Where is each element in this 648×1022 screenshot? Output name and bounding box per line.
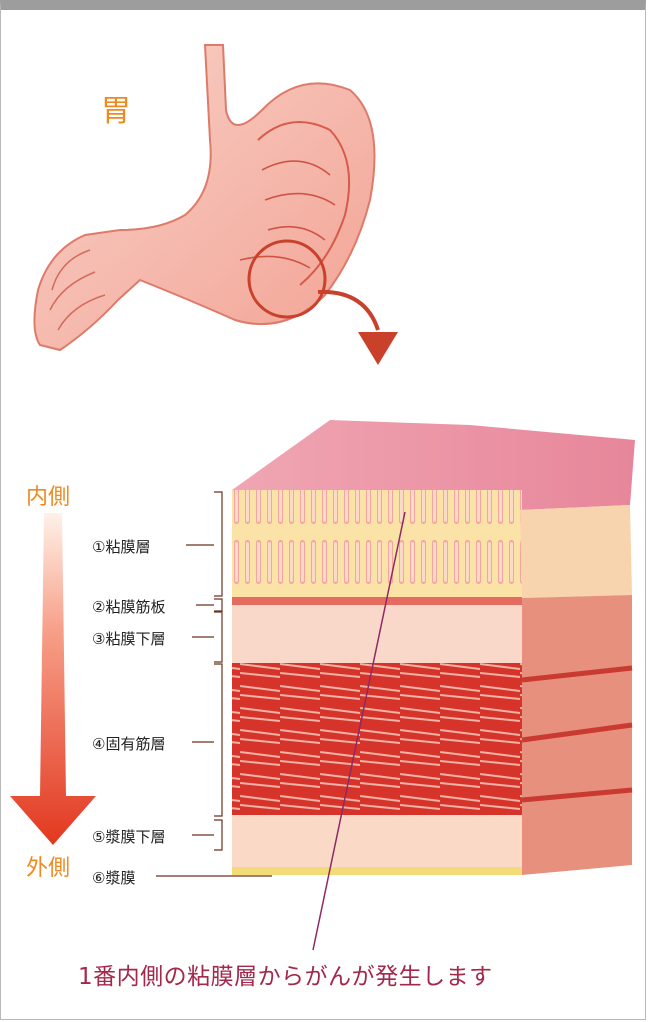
caption: 1番内側の粘膜層からがんが発生します <box>78 957 493 991</box>
layer-label-muscularis-mucosae: ②粘膜筋板 <box>92 596 165 617</box>
stomach-illustration <box>34 45 398 365</box>
inner-side-label: 内側 <box>26 479 70 511</box>
tissue-block <box>232 420 635 875</box>
layer-label-muscularis-propria: ④固有筋層 <box>92 733 165 754</box>
inner-to-outer-arrow <box>10 513 96 845</box>
stomach-label: 胃 <box>101 86 131 130</box>
layer-label-subserosa: ⑤漿膜下層 <box>92 826 165 847</box>
layer-label-serosa: ⑥漿膜 <box>92 867 135 888</box>
layer-label-mucosa: ①粘膜層 <box>92 536 150 557</box>
outer-side-label: 外側 <box>26 850 70 882</box>
layer-label-submucosa: ③粘膜下層 <box>92 628 165 649</box>
